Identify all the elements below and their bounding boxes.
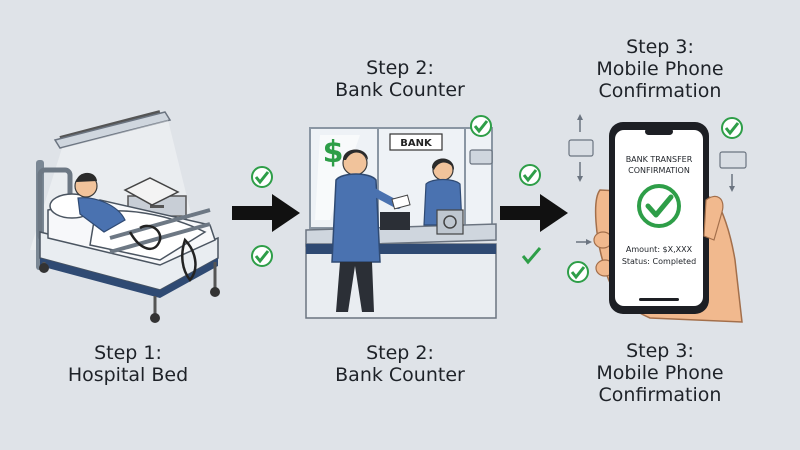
bed-side-panel — [40, 258, 218, 298]
bed-wheel — [210, 287, 220, 297]
stethoscope — [128, 224, 162, 251]
customer-jacket — [331, 173, 381, 263]
phone-home-bar — [639, 298, 679, 301]
step3-bottom-title-line3: Confirmation — [598, 384, 722, 406]
arrow-right-icon — [232, 194, 300, 232]
step3-bottom-title-line1: Step 3: — [626, 340, 694, 362]
bed-wheel — [39, 263, 49, 273]
step2-bottom-title-line1: Step 2: — [366, 342, 434, 364]
clipboard — [123, 177, 180, 206]
step2-top-title: Step 2: Bank Counter — [310, 57, 490, 101]
document — [391, 194, 411, 210]
step3-bottom-title-line2: Mobile Phone — [596, 362, 724, 384]
check-icon — [519, 164, 541, 186]
card-icon — [469, 149, 493, 165]
lamp-arm — [59, 110, 161, 140]
phone-heading-line1: BANK TRANSFER — [626, 155, 693, 164]
card-icon — [568, 139, 594, 157]
step1-bottom-title-line1: Step 1: — [94, 342, 162, 364]
bank-sign — [389, 133, 443, 151]
ceiling-lamp — [53, 111, 172, 149]
check-icon — [470, 115, 492, 137]
step2-top-title-line1: Step 2: — [366, 57, 434, 79]
bed-rail — [109, 208, 211, 240]
phone-notch — [645, 128, 673, 135]
bank-sign-text: BANK — [400, 138, 433, 149]
check-icon — [521, 247, 542, 265]
step2-bottom-title: Step 2: Bank Counter — [310, 342, 490, 386]
step1-bottom-title-line2: Hospital Bed — [67, 364, 189, 386]
step3-bottom-title: Step 3: Mobile Phone Confirmation — [570, 340, 750, 406]
dollar-sign-icon: $ — [323, 135, 344, 170]
teller-monitor — [380, 212, 410, 230]
step3-top-title-line3: Confirmation — [598, 80, 722, 102]
check-icon — [567, 261, 589, 283]
safe — [436, 209, 464, 235]
phone-amount: Amount: $X,XXX — [626, 245, 693, 254]
bank-counter-illustration: $ BANK — [305, 115, 497, 319]
confirmation-check-icon — [637, 184, 681, 228]
check-icon — [721, 117, 743, 139]
step3-top-title-line1: Step 3: — [626, 36, 694, 58]
step1-bottom-title: Step 1: Hospital Bed — [48, 342, 208, 386]
check-icon — [251, 245, 273, 267]
phone-status: Status: Completed — [622, 257, 696, 266]
step3-top-title-line2: Mobile Phone — [596, 58, 724, 80]
customer-trousers — [336, 262, 374, 312]
step3-top-title: Step 3: Mobile Phone Confirmation — [570, 36, 750, 102]
step2-bottom-title-line2: Bank Counter — [335, 364, 465, 386]
arrow-right-icon — [500, 194, 568, 232]
phone-heading-line2: CONFIRMATION — [628, 166, 690, 175]
hospital-bed-illustration — [30, 110, 220, 323]
step2-top-title-line2: Bank Counter — [335, 79, 465, 101]
patient-gown — [77, 197, 126, 233]
check-icon — [251, 166, 273, 188]
mobile-phone-illustration: BANK TRANSFER CONFIRMATION Amount: $X,XX… — [567, 114, 747, 323]
card-icon — [719, 151, 747, 169]
bed-wheel — [150, 313, 160, 323]
